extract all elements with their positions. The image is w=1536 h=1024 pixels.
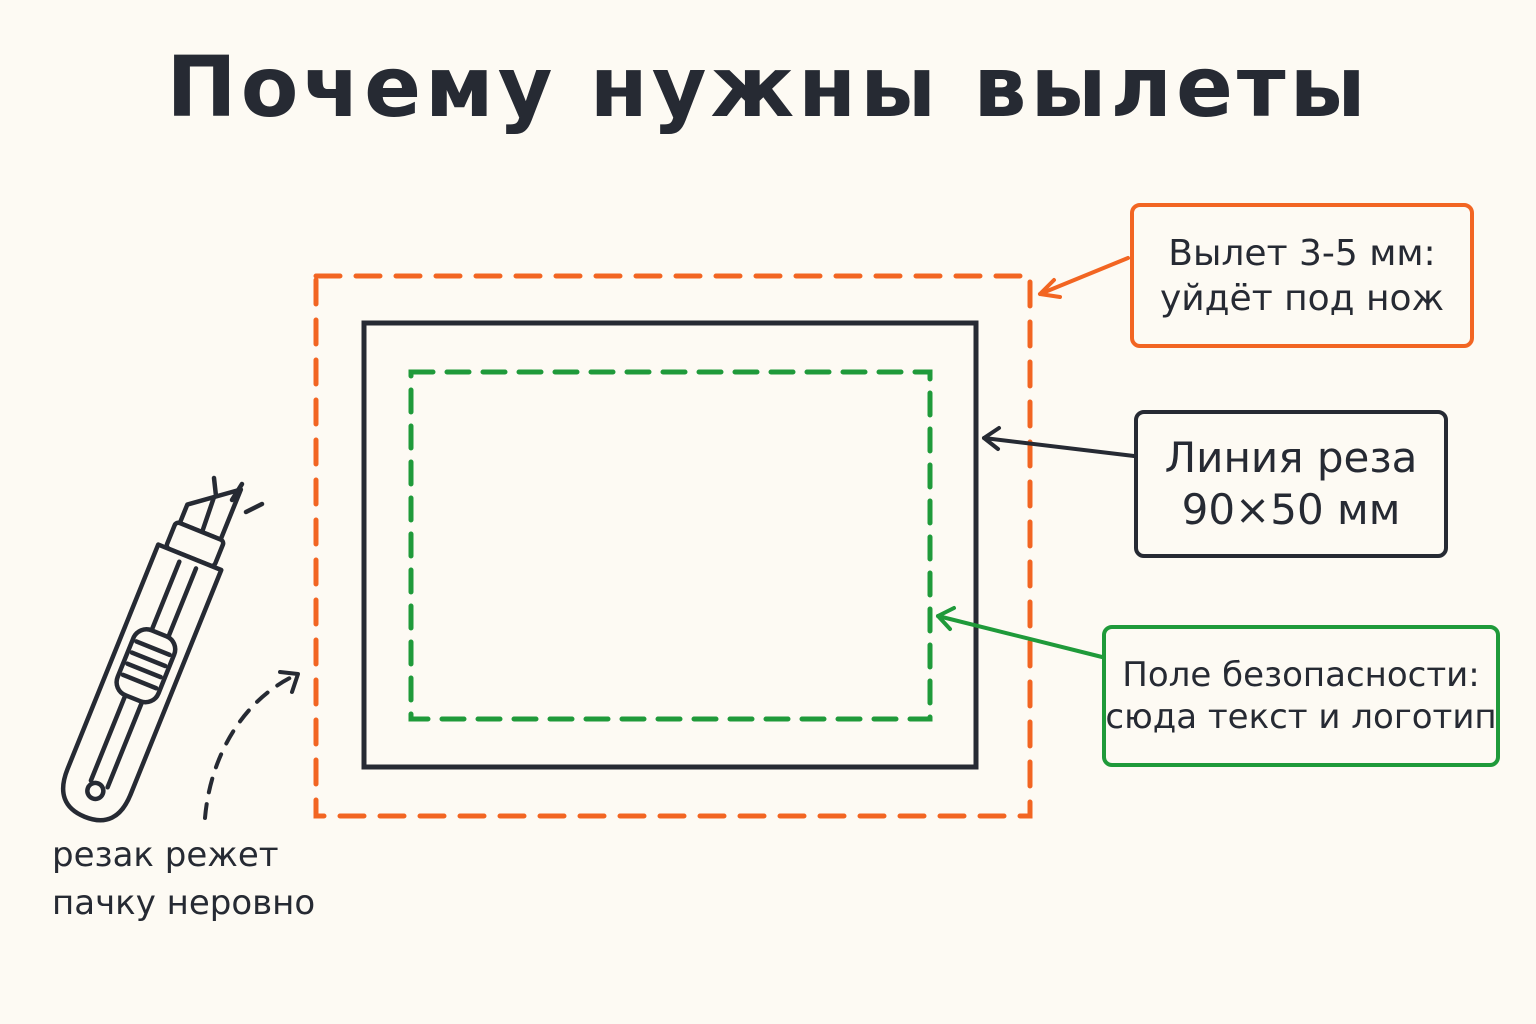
safe-callout-line2: сюда текст и логотип	[1105, 697, 1497, 737]
bleed-zone-outline	[313, 273, 1033, 819]
trim-callout-line1: Линия реза	[1164, 432, 1418, 482]
bleed-callout-line1: Вылет 3-5 мм:	[1168, 232, 1436, 274]
cutter-curved-arrow	[203, 670, 300, 820]
page-title: Почему нужны вылеты	[166, 38, 1370, 136]
bleed-callout-line2: уйдёт под нож	[1159, 277, 1445, 319]
trim-callout: Линия реза 90×50 мм	[1134, 410, 1448, 558]
cutter-note-line1: резак режет	[52, 835, 279, 875]
safe-callout-line1: Поле безопасности:	[1122, 654, 1480, 695]
trim-arrow	[982, 426, 1136, 458]
safe-zone-callout: Поле безопасности: сюда текст и логотип	[1102, 625, 1500, 767]
safe-arrow	[936, 606, 1104, 659]
bleed-arrow	[1038, 256, 1130, 299]
bleed-callout: Вылет 3-5 мм: уйдёт под нож	[1130, 203, 1474, 348]
cutter-note-line2: пачку неровно	[52, 882, 316, 923]
cutter-note: резак режет пачку неровно	[52, 832, 315, 927]
safe-zone-outline	[408, 369, 933, 722]
trim-callout-line2: 90×50 мм	[1181, 485, 1401, 534]
cutter-knife-icon	[60, 475, 265, 823]
trim-line-outline	[361, 320, 979, 770]
